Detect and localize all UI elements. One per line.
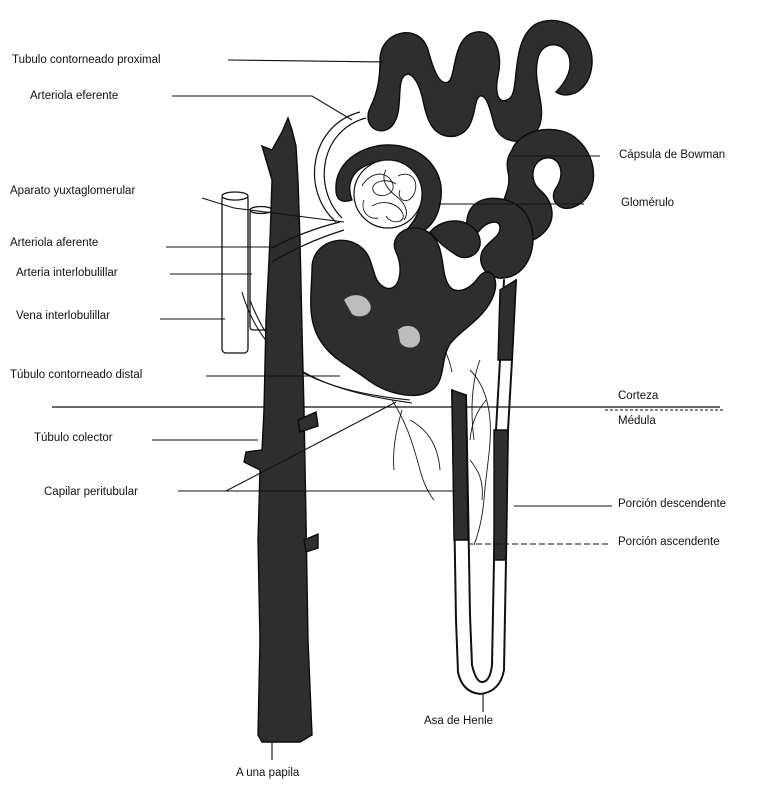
label-arteriola-aferente: Arteriola aferente	[10, 237, 98, 249]
label-capsula-bowman: Cápsula de Bowman	[619, 149, 725, 161]
label-corteza: Corteza	[618, 390, 659, 402]
label-tubulo-proximal: Tubulo contorneado proximal	[12, 54, 161, 66]
label-tubulo-colector: Túbulo colector	[34, 432, 113, 444]
label-arteriola-eferente: Arteriola eferente	[30, 90, 118, 102]
loop-of-henle	[452, 280, 516, 694]
label-aparato-yuxtaglomerular: Aparato yuxtaglomerular	[10, 185, 135, 197]
label-a-una-papila: A una papila	[236, 767, 300, 779]
label-porcion-descendente: Porción descendente	[618, 498, 726, 510]
label-porcion-ascendente: Porción ascendente	[618, 536, 720, 548]
label-asa-henle: Asa de Henle	[424, 715, 493, 727]
label-medula: Médula	[618, 415, 656, 427]
distal-convoluted-tubule	[311, 221, 496, 395]
label-capilar-peritubular: Capilar peritubular	[44, 486, 138, 498]
label-arteria-interlobulillar: Arteria interlobulillar	[16, 267, 118, 279]
label-vena-interlobulillar: Vena interlobulillar	[16, 310, 110, 322]
label-glomerulo: Glomérulo	[621, 197, 674, 209]
label-tubulo-distal: Túbulo contorneado distal	[10, 369, 142, 381]
glomerulus-group	[336, 145, 441, 236]
